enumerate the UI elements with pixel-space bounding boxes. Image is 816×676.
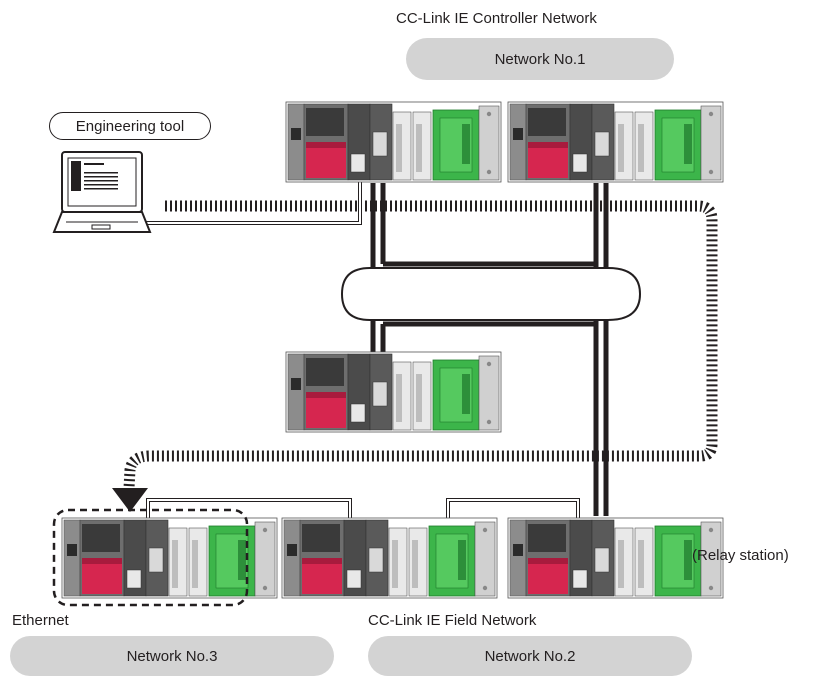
target-station-highlight — [52, 508, 249, 607]
plc-station-network1-left — [285, 101, 502, 183]
laptop-icon — [52, 151, 152, 233]
relay-station-label: (Relay station) — [692, 547, 789, 564]
plc-station-network3 — [61, 517, 278, 599]
ethernet-label: Ethernet — [12, 612, 69, 629]
network3-badge: Network No.3 — [10, 636, 334, 676]
network1-badge: Network No.1 — [406, 38, 674, 80]
route-arrowhead — [112, 488, 148, 512]
plc-station-relay — [507, 517, 724, 599]
plc-station-network1-right — [507, 101, 724, 183]
communication-route — [123, 200, 718, 489]
network2-badge: Network No.2 — [368, 636, 692, 676]
plc-station-field-middle — [281, 517, 498, 599]
engineering-tool-label: Engineering tool — [49, 112, 211, 140]
controller-network-label: CC-Link IE Controller Network — [396, 10, 597, 27]
controller-network-lines — [370, 183, 609, 516]
field-network-label: CC-Link IE Field Network — [368, 612, 537, 629]
plc-station-middle — [285, 351, 502, 433]
network-bus-oval — [340, 267, 642, 321]
